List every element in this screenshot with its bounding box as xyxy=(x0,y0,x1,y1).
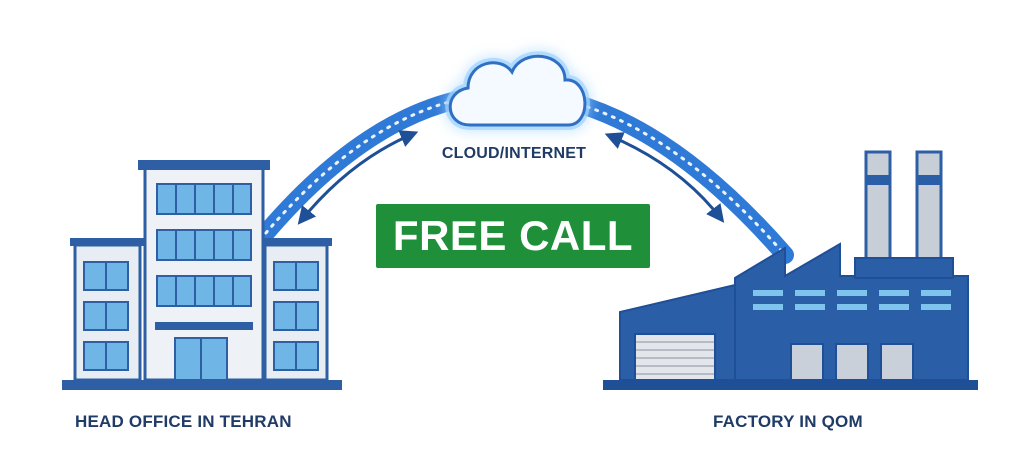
factory-icon xyxy=(603,150,978,390)
cloud-icon xyxy=(445,51,590,130)
office-label: HEAD OFFICE IN TEHRAN xyxy=(75,412,292,431)
free-call-banner: FREE CALL xyxy=(376,204,650,268)
bidirectional-arrow-left-icon xyxy=(297,130,419,225)
bidirectional-arrow-right-icon xyxy=(604,132,725,223)
office-building-icon xyxy=(62,160,342,390)
factory-label: FACTORY IN QOM xyxy=(713,412,863,431)
cloud-label: CLOUD/INTERNET xyxy=(441,145,587,162)
